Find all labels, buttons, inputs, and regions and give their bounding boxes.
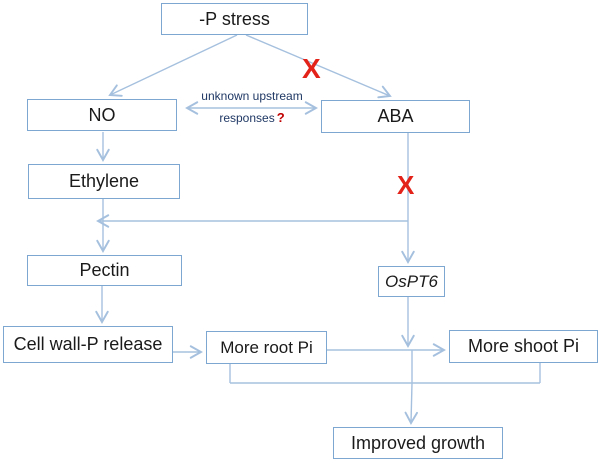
node-pectin-label: Pectin (79, 260, 130, 280)
annotation-line2: responses (219, 111, 275, 125)
blocked-x-mark-top: X (302, 53, 321, 84)
blocked-x-mark-aba: X (397, 170, 415, 200)
node-aba-label: ABA (377, 106, 414, 126)
node-aba: ABA (321, 100, 470, 133)
annotation-responses: responses? (183, 111, 321, 125)
arrow-pstress-to-aba-blocked (245, 34, 392, 99)
question-mark: ? (276, 110, 285, 125)
arrow-pstress-to-no (108, 34, 238, 97)
node-cell-wall-p-release-label: Cell wall-P release (13, 334, 163, 354)
node-ospt6-label: OsPT6 (385, 271, 438, 291)
node-improved-growth-label: Improved growth (350, 432, 486, 453)
node-ethylene-label: Ethylene (68, 171, 140, 191)
node-more-shoot-pi-label: More shoot Pi (467, 336, 580, 356)
annotation-unknown-upstream: unknown upstream (183, 90, 321, 103)
node-p-stress-label: -P stress (199, 8, 270, 29)
node-improved-growth: Improved growth (333, 427, 503, 459)
annotation-line1: unknown upstream (201, 89, 303, 103)
node-no-label: NO (88, 104, 116, 125)
node-ospt6: OsPT6 (378, 266, 445, 297)
node-ethylene: Ethylene (28, 164, 180, 199)
arrow-merge-to-improved (404, 382, 418, 425)
node-p-stress: -P stress (161, 3, 308, 35)
node-pectin: Pectin (27, 255, 182, 286)
node-more-root-pi: More root Pi (206, 331, 327, 364)
node-more-shoot-pi: More shoot Pi (449, 330, 598, 363)
node-cell-wall-p-release: Cell wall-P release (3, 326, 173, 363)
node-no: NO (27, 99, 177, 131)
node-more-root-pi-label: More root Pi (220, 337, 313, 357)
